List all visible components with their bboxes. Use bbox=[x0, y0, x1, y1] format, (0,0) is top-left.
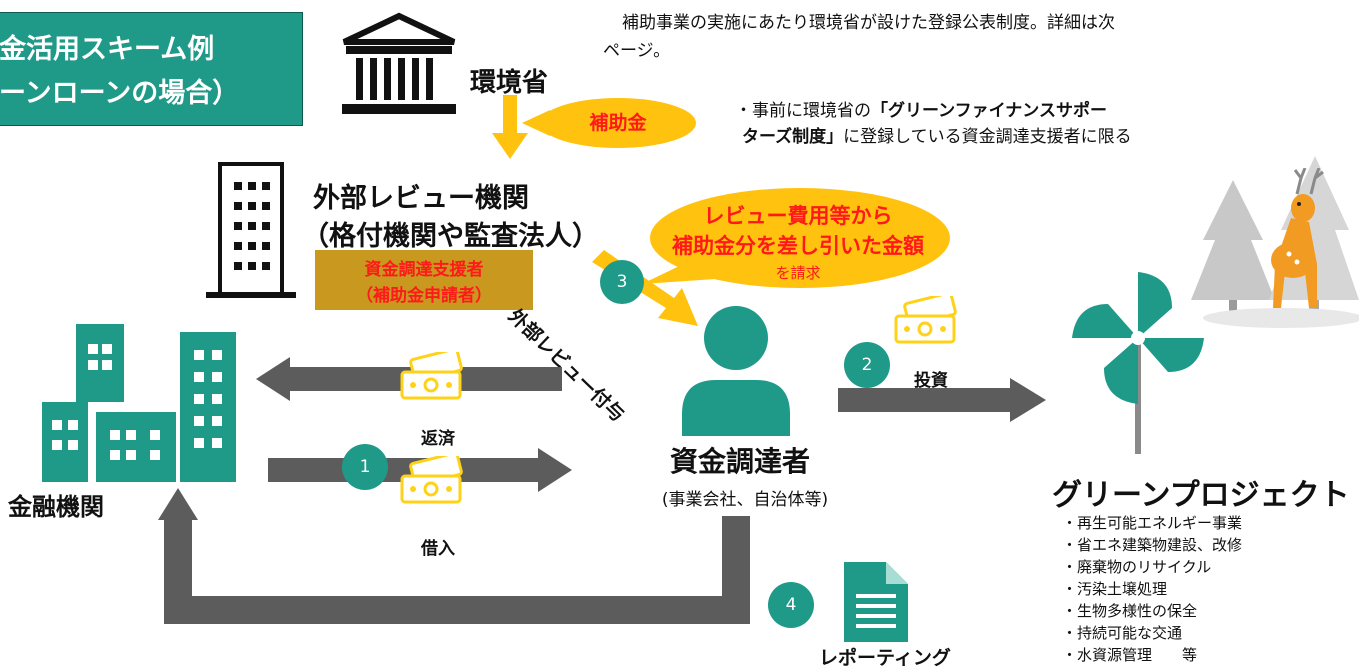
invest-label: 投資 bbox=[914, 371, 948, 391]
list-item: ・生物多様性の保全 bbox=[1062, 602, 1198, 620]
note-top-line2: ページ。 bbox=[603, 41, 671, 61]
pinwheel-icon bbox=[1072, 272, 1204, 454]
invest-arrow bbox=[838, 378, 1046, 422]
claim-line1: レビュー費用等から bbox=[703, 204, 893, 228]
supporter-box: 資金調達支援者 （補助金申請者） bbox=[315, 250, 533, 310]
review-org-line2: （格付機関や監査法人） bbox=[302, 221, 599, 252]
note-reg-highlight2: ターズ制度」 bbox=[742, 127, 844, 147]
review-org-line1: 外部レビュー機関 bbox=[313, 183, 529, 214]
money-icon-borrow bbox=[400, 456, 463, 504]
note-top-line1: 補助事業の実施にあたり環境省が設けた登録公表制度。詳細は次 bbox=[622, 13, 1115, 33]
borrower-person-icon bbox=[682, 306, 790, 436]
reporting-label: レポーティング bbox=[819, 647, 951, 669]
note-reg-suffix: に登録している資金調達支援者に限る bbox=[843, 127, 1132, 147]
borrower-name: 資金調達者 bbox=[669, 445, 810, 478]
note-reg-prefix: ・事前に環境省の bbox=[735, 101, 871, 121]
note-reg-highlight1: 「グリーンファイナンスサポー bbox=[871, 101, 1107, 121]
green-project-title: グリーンプロジェクト bbox=[1052, 478, 1350, 513]
ministry-label: 環境省 bbox=[470, 68, 549, 98]
subsidy-bubble-label: 補助金 bbox=[589, 112, 647, 134]
supporter-line1: 資金調達支援者 bbox=[364, 260, 484, 280]
borrow-label: 借入 bbox=[421, 539, 455, 559]
step-1-badge: 1 bbox=[342, 444, 388, 490]
step-1-number: 1 bbox=[359, 457, 371, 477]
list-item: ・廃棄物のリサイクル bbox=[1062, 558, 1212, 576]
claim-line3: を請求 bbox=[775, 264, 821, 282]
report-document-icon bbox=[844, 562, 908, 642]
deer-icon bbox=[1271, 168, 1324, 308]
step-4-badge: 4 bbox=[768, 582, 814, 628]
step-2-number: 2 bbox=[861, 355, 873, 375]
list-item: ・汚染土壌処理 bbox=[1062, 580, 1168, 598]
financial-buildings-icon bbox=[42, 324, 236, 482]
step-3-number: 3 bbox=[616, 272, 628, 292]
step-4-number: 4 bbox=[785, 595, 797, 615]
list-item: ・省エネ建築物建設、改修 bbox=[1062, 536, 1243, 554]
claim-bubble-shape bbox=[642, 188, 950, 288]
money-icon-invest bbox=[894, 296, 957, 344]
ministry-building-icon bbox=[342, 12, 456, 114]
claim-line2: 補助金分を差し引いた金額 bbox=[672, 234, 924, 258]
step-2-badge: 2 bbox=[844, 342, 890, 388]
title-line1: 金活用スキーム例 bbox=[0, 34, 215, 65]
money-icon-repay bbox=[400, 352, 463, 400]
financial-inst-label: 金融機関 bbox=[8, 493, 104, 521]
borrower-sub: (事業会社、自治体等) bbox=[661, 490, 829, 510]
title-line2: ーンローンの場合） bbox=[0, 78, 240, 109]
office-building-icon bbox=[206, 162, 296, 298]
list-item: ・水資源管理 等 bbox=[1062, 646, 1198, 664]
subsidy-down-arrow bbox=[492, 95, 528, 159]
green-project-list: ・再生可能エネルギー事業 ・省エネ建築物建設、改修 ・廃棄物のリサイクル ・汚染… bbox=[1062, 512, 1242, 666]
repay-label: 返済 bbox=[421, 429, 455, 449]
supporter-line2: （補助金申請者） bbox=[356, 286, 492, 306]
title-box: 金活用スキーム例 ーンローンの場合） bbox=[0, 12, 303, 126]
note-reg-line1: ・事前に環境省の「グリーンファイナンスサポー bbox=[735, 96, 1107, 121]
list-item: ・持続可能な交通 bbox=[1062, 624, 1183, 642]
reporting-return-arrow bbox=[158, 488, 750, 624]
subsidy-bubble-shape bbox=[522, 98, 696, 148]
step-3-badge: 3 bbox=[600, 260, 644, 304]
list-item: ・再生可能エネルギー事業 bbox=[1062, 514, 1243, 532]
note-reg-line2: ターズ制度」に登録している資金調達支援者に限る bbox=[742, 122, 1132, 147]
